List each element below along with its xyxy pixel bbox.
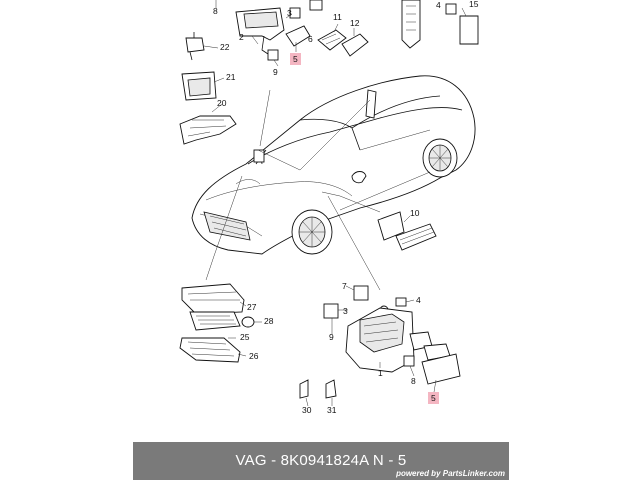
callout-22: 22 [220, 42, 230, 52]
callout-6: 6 [308, 34, 313, 44]
callout-10: 10 [410, 208, 420, 218]
left-brackets [179, 32, 237, 145]
callout-20: 20 [217, 98, 227, 108]
highlight-box-lower [428, 392, 439, 404]
callout-30: 30 [302, 405, 312, 415]
callout-7: 7 [342, 281, 347, 291]
relay-10 [377, 211, 437, 251]
callout-28: 28 [264, 316, 274, 326]
callout-15: 15 [469, 0, 479, 9]
car-illustration [191, 75, 476, 255]
callout-21: 21 [226, 72, 236, 82]
callout-5: 5 [431, 393, 436, 403]
callout-8: 8 [411, 376, 416, 386]
callout-4: 4 [436, 0, 441, 10]
parts-diagram: 8 2 3 6 5 11 12 9 4 15 22 21 20 10 27 28… [179, 0, 479, 415]
callout-27: 27 [247, 302, 257, 312]
callout-2: 2 [239, 32, 244, 42]
leader-lines [203, 0, 467, 407]
callout-31: 31 [327, 405, 337, 415]
callout-4: 4 [416, 295, 421, 305]
callout-9: 9 [329, 332, 334, 342]
part-number-title: VAG - 8K0941824A N - 5 [235, 452, 407, 469]
callout-5: 5 [293, 54, 298, 64]
callout-8: 8 [213, 6, 218, 16]
highlight-box-upper [290, 53, 301, 65]
upper-relay-carrier [235, 0, 479, 165]
callout-26: 26 [249, 351, 259, 361]
callout-12: 12 [350, 18, 360, 28]
callout-25: 25 [240, 332, 250, 342]
part-number-footer: VAG - 8K0941824A N - 5 powered by PartsL… [133, 442, 509, 480]
powered-by-credit: powered by PartsLinker.com [396, 469, 505, 478]
callout-3: 3 [343, 306, 348, 316]
callout-3: 3 [287, 8, 292, 18]
lower-relay-carrier [299, 285, 461, 399]
callout-11: 11 [333, 12, 342, 22]
lower-fuse-boxes [179, 283, 255, 363]
callout-9: 9 [273, 67, 278, 77]
callout-1: 1 [378, 368, 383, 378]
